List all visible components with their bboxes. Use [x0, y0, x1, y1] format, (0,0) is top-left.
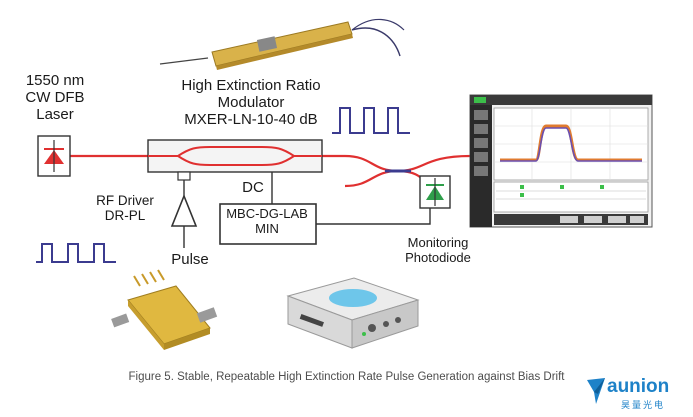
controller: [219, 203, 431, 245]
laser-label: 1550 nm CW DFB Laser: [25, 72, 85, 123]
pulse-label: Pulse: [171, 251, 209, 268]
input-pulse-train: [36, 243, 116, 263]
controller-label: MBC-DG-LAB MIN: [226, 206, 308, 236]
modulator-label: High Extinction Ratio Modulator MXER-LN-…: [181, 77, 321, 128]
rf-driver-label: RF Driver DR-PL: [96, 193, 154, 224]
rf-driver: [170, 180, 198, 248]
amplifier-triangle-icon: [170, 193, 198, 227]
modulator-photo: [159, 18, 405, 70]
fiber-coupler-upper: [344, 154, 471, 173]
figure-caption: Figure 5. Stable, Repeatable High Extinc…: [128, 371, 565, 383]
company-logo: aunion 昊量光电: [585, 374, 685, 412]
photodiode-label: Monitoring Photodiode: [405, 235, 471, 265]
controller-box: [219, 203, 317, 245]
laser: [37, 135, 71, 177]
dc-label: DC: [242, 179, 264, 196]
logo-name: aunion: [607, 376, 670, 397]
rf-electrode: [177, 171, 191, 181]
output-pulse-train: [332, 107, 410, 134]
oscilloscope-screen: [469, 94, 653, 228]
logo-subtitle: 昊量光电: [621, 400, 666, 410]
rf-driver-photo: [111, 269, 218, 350]
modulator: [147, 139, 323, 204]
photodiode: [419, 175, 451, 209]
feedback-wire: [316, 208, 431, 225]
controller-photo: [286, 277, 420, 349]
mach-zehnder-waveguide: [148, 146, 322, 166]
logo-paper-plane-icon: [587, 378, 605, 404]
